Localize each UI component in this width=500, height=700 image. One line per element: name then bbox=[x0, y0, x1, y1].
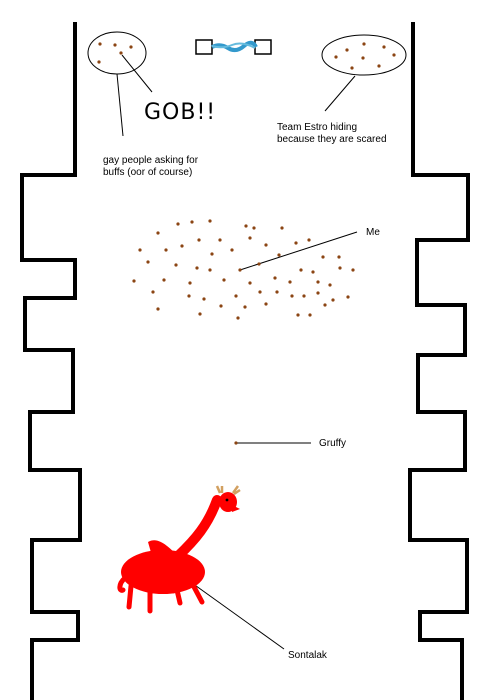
portal-icon bbox=[195, 39, 272, 55]
right-group-dots bbox=[334, 42, 396, 70]
me-label: Me bbox=[366, 227, 380, 238]
right-group-ellipse bbox=[321, 34, 407, 76]
team-estro-label: Team Estro hiding because they are scare… bbox=[277, 122, 387, 145]
crowd-dots bbox=[132, 219, 355, 320]
pointer-estro bbox=[324, 75, 356, 112]
pointer-gay-people bbox=[116, 73, 124, 137]
left-group-dots bbox=[97, 42, 133, 64]
left-group-ellipse bbox=[87, 31, 147, 75]
sontalak-label: Sontalak bbox=[288, 650, 327, 661]
pointer-gob bbox=[121, 54, 153, 93]
dragon-icon bbox=[117, 485, 241, 614]
gay-people-label: gay people asking for buffs (oor of cour… bbox=[103, 155, 199, 178]
gruffy-label: Gruffy bbox=[319, 438, 347, 449]
right-wall bbox=[408, 22, 470, 700]
gob-label: GOB!! bbox=[144, 100, 217, 125]
pointer-sontalak bbox=[191, 582, 285, 650]
gruffy-dot bbox=[234, 441, 238, 445]
left-wall bbox=[20, 22, 82, 700]
